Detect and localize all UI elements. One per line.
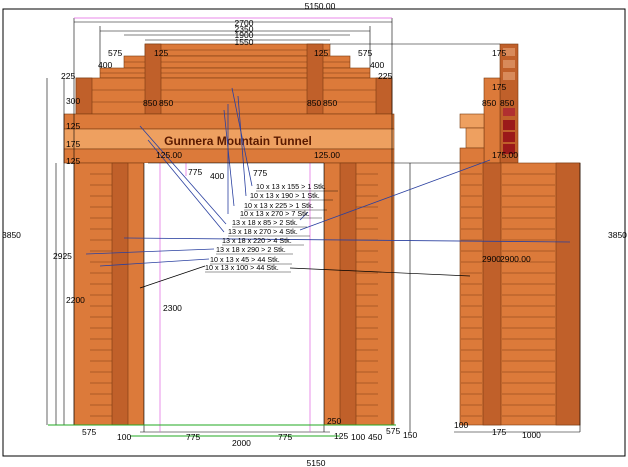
side-post-right: [555, 162, 581, 426]
dim-400-left: 400: [98, 60, 112, 70]
front-left-pillar-boards: [90, 173, 112, 417]
height-right: 3850: [608, 230, 627, 240]
bottom-775b: 775: [278, 432, 292, 442]
dim-575-left: 575: [108, 48, 122, 58]
lintel-dim-175: 175: [66, 139, 80, 149]
side-bottom-100: 100: [454, 420, 468, 430]
side-2900-00: 2900.00: [500, 254, 531, 264]
cut-list-item: 10 x 13 x 225 > 1 Stk.: [244, 201, 314, 210]
cut-list-item: 10 x 13 x 45 > 44 Stk.: [210, 255, 280, 264]
bottom-575b: 575: [386, 426, 400, 436]
cut-list-item: 13 x 18 x 220 > 4 Stk.: [222, 236, 292, 245]
side-2925: 2925: [53, 251, 72, 261]
side-post-left: [482, 162, 502, 426]
front-opening: [144, 163, 324, 425]
drawing-title: Gunnera Mountain Tunnel: [164, 134, 312, 148]
dim-125-left: 125: [154, 48, 168, 58]
side-175-00: 175.00: [492, 150, 518, 160]
bottom-150: 150: [403, 430, 417, 440]
top-dim-2350: 2350: [235, 24, 254, 34]
cut-list-item: 13 x 18 x 290 > 2 Stk.: [216, 245, 286, 254]
side-2900: 2900: [482, 254, 501, 264]
cut-list-item: 13 x 18 x 85 > 2 Stk.: [232, 218, 298, 227]
front-left-pillar: [73, 162, 145, 426]
side-top-175: 175: [492, 48, 506, 58]
side-view: [459, 43, 581, 426]
arch-775-left: 775: [188, 167, 202, 177]
bottom-100: 100: [117, 432, 131, 442]
cut-list-underlines: [205, 190, 338, 273]
bottom-450: 450: [368, 432, 382, 442]
dim-125-right: 125: [314, 48, 328, 58]
cut-list: 10 x 13 x 155 > 1 Stk. 10 x 13 x 190 > 1…: [205, 182, 326, 272]
side-upper-175: 175: [492, 82, 506, 92]
dim-225-right: 225: [378, 71, 392, 81]
bottom-575: 575: [82, 427, 96, 437]
cut-list-leaders-black: [139, 265, 471, 289]
side-2200: 2200: [66, 295, 85, 305]
overall-width-bottom: 5150: [307, 458, 326, 467]
side-bottom-1000: 1000: [522, 430, 541, 440]
dim-300-left: 300: [66, 96, 80, 106]
cut-list-item: 10 x 13 x 270 > 7 Stk.: [240, 209, 310, 218]
side-chimney-bricks: [503, 48, 515, 154]
cut-list-leaders: [85, 87, 571, 267]
cut-list-item: 10 x 13 x 155 > 1 Stk.: [256, 182, 326, 191]
lintel-span-left: 125.00: [156, 150, 182, 160]
height-left: 3850: [2, 230, 21, 240]
dim-225-left: 225: [61, 71, 75, 81]
front-left-pillar-post: [111, 162, 129, 426]
top-dim-1550: 1550: [235, 37, 254, 47]
dimension-lines: [46, 18, 581, 433]
cut-list-item: 10 x 13 x 190 > 1 Stk.: [250, 191, 320, 200]
arch-775-top: 775: [253, 168, 267, 178]
post-dim: 850: [143, 98, 157, 108]
top-dim-1900: 1900: [235, 30, 254, 40]
front-right-pillar: [323, 162, 395, 426]
lintel-dim-125b: 125: [66, 156, 80, 166]
bottom-2000: 2000: [232, 438, 251, 448]
side-850-a: 850: [482, 98, 496, 108]
sheet-frame: [2, 8, 626, 457]
dim-400-right: 400: [370, 60, 384, 70]
lintel-dim-125: 125: [66, 121, 80, 131]
bottom-125: 125: [334, 431, 348, 441]
side-upper-step-1: [459, 113, 485, 129]
inner-250: 250: [327, 416, 341, 426]
side-upper-step-3: [459, 147, 485, 164]
front-top-post-right-outer: [375, 77, 393, 115]
side-bottom-175: 175: [492, 427, 506, 437]
post-dim: 850: [323, 98, 337, 108]
reference-lines-magenta: [74, 17, 392, 432]
bottom-100b: 100: [351, 432, 365, 442]
front-lintel-band-1: [63, 113, 395, 130]
cut-list-item: 10 x 13 x 100 > 44 Stk.: [205, 263, 279, 272]
inner-2300: 2300: [163, 303, 182, 313]
side-upper-step-2: [465, 127, 485, 149]
front-view: Gunnera Mountain Tunnel: [63, 43, 395, 426]
arch-400: 400: [210, 171, 224, 181]
side-wall-boards: [461, 173, 555, 417]
post-dim: 850: [307, 98, 321, 108]
cut-list-item: 13 x 18 x 270 > 4 Stk.: [228, 227, 298, 236]
front-right-pillar-post: [339, 162, 357, 426]
top-dim-2700: 2700: [235, 18, 254, 28]
overall-width-top: 5150.00: [305, 1, 336, 11]
side-850-b: 850: [500, 98, 514, 108]
lintel-span-right: 125.00: [314, 150, 340, 160]
bottom-775a: 775: [186, 432, 200, 442]
dim-575-right: 575: [358, 48, 372, 58]
post-dim: 850: [159, 98, 173, 108]
